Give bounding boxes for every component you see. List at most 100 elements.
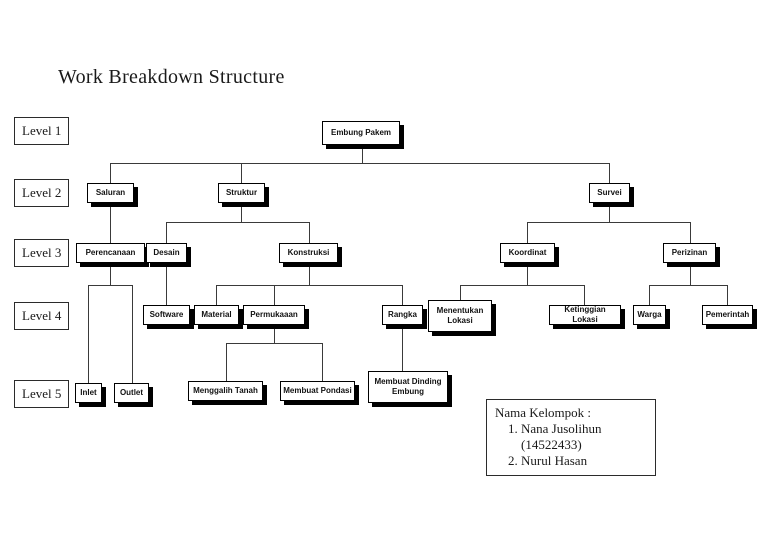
connector-koordinat-bus xyxy=(460,285,584,286)
level-label-text: Level 1 xyxy=(22,123,62,138)
connector-to-struktur xyxy=(241,163,242,183)
page-title: Work Breakdown Structure xyxy=(58,66,285,88)
node-warga[interactable]: Warga xyxy=(633,305,666,325)
connector-to-inlet xyxy=(88,285,89,383)
connector-to-desain xyxy=(166,222,167,243)
node-label: Saluran xyxy=(95,188,126,197)
node-label: Rangka xyxy=(388,310,417,319)
level-label-2: Level 2 xyxy=(14,179,69,207)
level-label-text: Level 4 xyxy=(22,308,62,323)
node-saluran[interactable]: Saluran xyxy=(87,183,134,203)
node-label: Warga xyxy=(637,310,662,319)
connector-saluran-to-perencanaan xyxy=(110,203,111,243)
node-menggalih-tanah[interactable]: Menggalih Tanah xyxy=(188,381,263,401)
legend-member-name: Nurul Hasan xyxy=(521,453,588,468)
connector-perencanaan-stem xyxy=(110,263,111,285)
node-outlet[interactable]: Outlet xyxy=(114,383,149,403)
node-membuat-dinding-embung[interactable]: Membuat Dinding Embung xyxy=(368,371,448,403)
node-label-line1: Membuat Dinding xyxy=(374,377,442,386)
connector-permukaaan-stem xyxy=(274,325,275,343)
node-label: Perizinan xyxy=(671,248,708,257)
connector-to-konstruksi xyxy=(309,222,310,243)
node-inlet[interactable]: Inlet xyxy=(75,383,102,403)
connector-to-menentukan-lokasi xyxy=(460,285,461,300)
connector-survei-bus xyxy=(527,222,690,223)
node-label: Embung Pakem xyxy=(330,128,391,137)
node-label: Koordinat xyxy=(508,248,547,257)
connector-perizinan-stem xyxy=(690,263,691,285)
connector-to-warga xyxy=(649,285,650,305)
node-label: Konstruksi xyxy=(287,248,330,257)
level-label-text: Level 3 xyxy=(22,245,62,260)
connector-to-koordinat xyxy=(527,222,528,243)
node-label: Menggalih Tanah xyxy=(193,386,258,395)
connector-struktur-bus xyxy=(166,222,309,223)
node-label: Desain xyxy=(153,248,180,257)
node-perizinan[interactable]: Perizinan xyxy=(663,243,716,263)
connector-konstruksi-stem xyxy=(309,263,310,285)
connector-struktur-stem xyxy=(241,203,242,222)
legend-title: Nama Kelompok : xyxy=(495,405,592,420)
node-label-line1: Menentukan xyxy=(436,306,484,315)
legend-member-1: Nana Jusolihun (14522433) xyxy=(521,421,655,453)
connector-level2-bus xyxy=(110,163,610,164)
node-material[interactable]: Material xyxy=(194,305,239,325)
node-struktur[interactable]: Struktur xyxy=(218,183,265,203)
node-software[interactable]: Software xyxy=(143,305,190,325)
level-label-3: Level 3 xyxy=(14,239,69,267)
level-label-text: Level 2 xyxy=(22,185,62,200)
connector-permukaaan-bus xyxy=(226,343,322,344)
node-perencanaan[interactable]: Perencanaan xyxy=(76,243,145,263)
node-ketinggian-lokasi[interactable]: Ketinggian Lokasi xyxy=(549,305,621,325)
connector-desain-to-software xyxy=(166,263,167,305)
node-pemerintah[interactable]: Pemerintah xyxy=(702,305,753,325)
connector-survei-stem xyxy=(609,203,610,222)
node-koordinat[interactable]: Koordinat xyxy=(500,243,555,263)
level-label-4: Level 4 xyxy=(14,302,69,330)
node-permukaaan[interactable]: Permukaaan xyxy=(243,305,305,325)
legend-member-2: Nurul Hasan xyxy=(521,453,655,469)
node-label: Struktur xyxy=(225,188,258,197)
connector-to-survei xyxy=(609,163,610,183)
connector-perencanaan-bus xyxy=(88,285,132,286)
connector-to-perizinan xyxy=(690,222,691,243)
node-embung-pakem[interactable]: Embung Pakem xyxy=(322,121,400,145)
legend-member-id: (14522433) xyxy=(521,437,582,452)
node-konstruksi[interactable]: Konstruksi xyxy=(279,243,338,263)
node-label: Perencanaan xyxy=(85,248,136,257)
connector-to-permukaaan xyxy=(274,285,275,305)
connector-rangka-to-membuat-dinding xyxy=(402,325,403,371)
connector-to-membuat-pondasi xyxy=(322,343,323,381)
connector-to-menggalih-tanah xyxy=(226,343,227,381)
node-label-line2: Embung xyxy=(392,387,424,396)
node-menentukan-lokasi[interactable]: Menentukan Lokasi xyxy=(428,300,492,332)
connector-to-rangka xyxy=(402,285,403,305)
legend-box: Nama Kelompok : Nana Jusolihun (14522433… xyxy=(486,399,656,476)
legend-member-name: Nana Jusolihun xyxy=(521,421,602,436)
level-label-text: Level 5 xyxy=(22,386,62,401)
node-label-line2: Lokasi xyxy=(447,316,473,325)
node-label: Pemerintah xyxy=(705,310,750,319)
level-label-1: Level 1 xyxy=(14,117,69,145)
node-label: Material xyxy=(201,310,232,319)
connector-perizinan-bus xyxy=(649,285,727,286)
node-label: Survei xyxy=(597,188,622,197)
legend-member-list: Nana Jusolihun (14522433) Nurul Hasan xyxy=(495,421,655,469)
node-label: Software xyxy=(149,310,184,319)
connector-to-pemerintah xyxy=(727,285,728,305)
connector-to-outlet xyxy=(132,285,133,383)
node-membuat-pondasi[interactable]: Membuat Pondasi xyxy=(280,381,355,401)
connector-to-ketinggian-lokasi xyxy=(584,285,585,305)
connector-koordinat-stem xyxy=(527,263,528,285)
node-survei[interactable]: Survei xyxy=(589,183,630,203)
connector-konstruksi-bus xyxy=(216,285,402,286)
node-label: Membuat Pondasi xyxy=(283,386,352,395)
connector-to-material xyxy=(216,285,217,305)
node-rangka[interactable]: Rangka xyxy=(382,305,423,325)
node-label: Ketinggian Lokasi xyxy=(564,305,606,324)
connector-root-stem xyxy=(362,145,363,164)
node-label: Permukaaan xyxy=(250,310,298,319)
node-desain[interactable]: Desain xyxy=(146,243,187,263)
node-label: Inlet xyxy=(80,388,97,397)
